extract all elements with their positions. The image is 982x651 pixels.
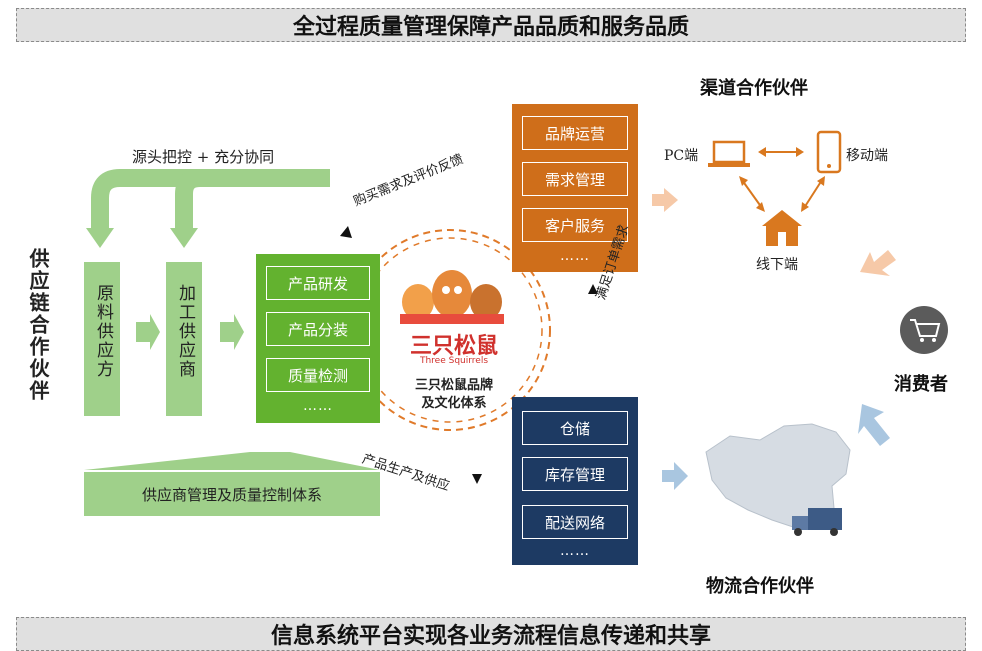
supplier-mgmt-label: 供应商管理及质量控制体系 bbox=[141, 485, 322, 504]
squirrel-mascot-image bbox=[392, 262, 512, 326]
source-arrow-1 bbox=[91, 169, 330, 232]
processor-label: 加工供应商 bbox=[175, 284, 195, 379]
channel-title: 渠道合作伙伴 bbox=[700, 78, 808, 99]
raw-supplier-box: 原料供应方 bbox=[84, 262, 120, 416]
brand-caption-1: 三只松鼠品牌 bbox=[414, 378, 493, 393]
consumer-label: 消费者 bbox=[894, 374, 948, 395]
green-item: 产品研发 bbox=[266, 266, 370, 300]
logistics-box: 仓储 库存管理 配送网络 …… bbox=[512, 397, 638, 565]
offline-label: 线下端 bbox=[756, 257, 798, 273]
pc-label: PC端 bbox=[664, 148, 699, 164]
navy-item: 配送网络 bbox=[522, 505, 628, 539]
arc-triangle-bottom bbox=[472, 474, 482, 484]
processor-box: 加工供应商 bbox=[166, 262, 202, 416]
chevron-arrow-2 bbox=[220, 314, 244, 350]
arc-triangle-top bbox=[340, 226, 352, 238]
truck-icon bbox=[792, 508, 842, 536]
raw-supplier-label: 原料供应方 bbox=[93, 284, 113, 379]
logo-text: 三只松鼠 bbox=[409, 334, 498, 359]
production-box: 产品研发 产品分装 质量检测 …… bbox=[256, 254, 380, 423]
consumer-arrow-blue bbox=[858, 404, 890, 446]
mobile-label: 移动端 bbox=[846, 148, 888, 164]
logistics-arrow-right bbox=[662, 462, 688, 490]
house-icon bbox=[762, 210, 802, 246]
cart-icon bbox=[900, 306, 948, 354]
orange-item: 客户服务 bbox=[522, 208, 628, 242]
bottom-banner-text: 信息系统平台实现各业务流程信息传递和共享 bbox=[270, 623, 711, 649]
consumer-arrow-orange bbox=[860, 250, 896, 276]
navy-item: 库存管理 bbox=[522, 457, 628, 491]
green-more: …… bbox=[303, 398, 333, 414]
china-map bbox=[705, 423, 851, 529]
brand-caption-2: 及文化体系 bbox=[421, 396, 487, 411]
supplier-mgmt-box: 供应商管理及质量控制体系 bbox=[84, 472, 380, 516]
top-banner-text: 全过程质量管理保障产品品质和服务品质 bbox=[292, 14, 689, 40]
chevron-arrow-1 bbox=[136, 314, 160, 350]
source-label: 源头把控 + 充分协同 bbox=[132, 148, 275, 166]
source-arrow-2 bbox=[175, 169, 330, 232]
pc-offline-line bbox=[741, 179, 763, 209]
green-item: 质量检测 bbox=[266, 358, 370, 392]
mobile-offline-line bbox=[803, 179, 823, 209]
arc-triangle-right bbox=[588, 284, 598, 294]
orange-more: …… bbox=[560, 248, 590, 264]
source-arrowhead-2 bbox=[170, 228, 198, 248]
supply-chain-label: 供应链合作伙伴 bbox=[26, 248, 50, 402]
navy-item: 仓储 bbox=[522, 411, 628, 445]
channel-arrow-left bbox=[652, 188, 678, 212]
source-arrowhead-1 bbox=[86, 228, 114, 248]
top-banner: 全过程质量管理保障产品品质和服务品质 bbox=[16, 8, 966, 42]
logo-en: Three Squirrels bbox=[419, 356, 489, 366]
navy-more: …… bbox=[560, 543, 590, 559]
green-item: 产品分装 bbox=[266, 312, 370, 346]
logistics-title: 物流合作伙伴 bbox=[706, 576, 814, 597]
supplier-trapezoid bbox=[84, 452, 380, 470]
laptop-icon bbox=[708, 140, 750, 167]
orange-item: 需求管理 bbox=[522, 162, 628, 196]
phone-icon bbox=[816, 130, 842, 174]
orange-item: 品牌运营 bbox=[522, 116, 628, 150]
brand-ops-box: 品牌运营 需求管理 客户服务 …… bbox=[512, 104, 638, 272]
